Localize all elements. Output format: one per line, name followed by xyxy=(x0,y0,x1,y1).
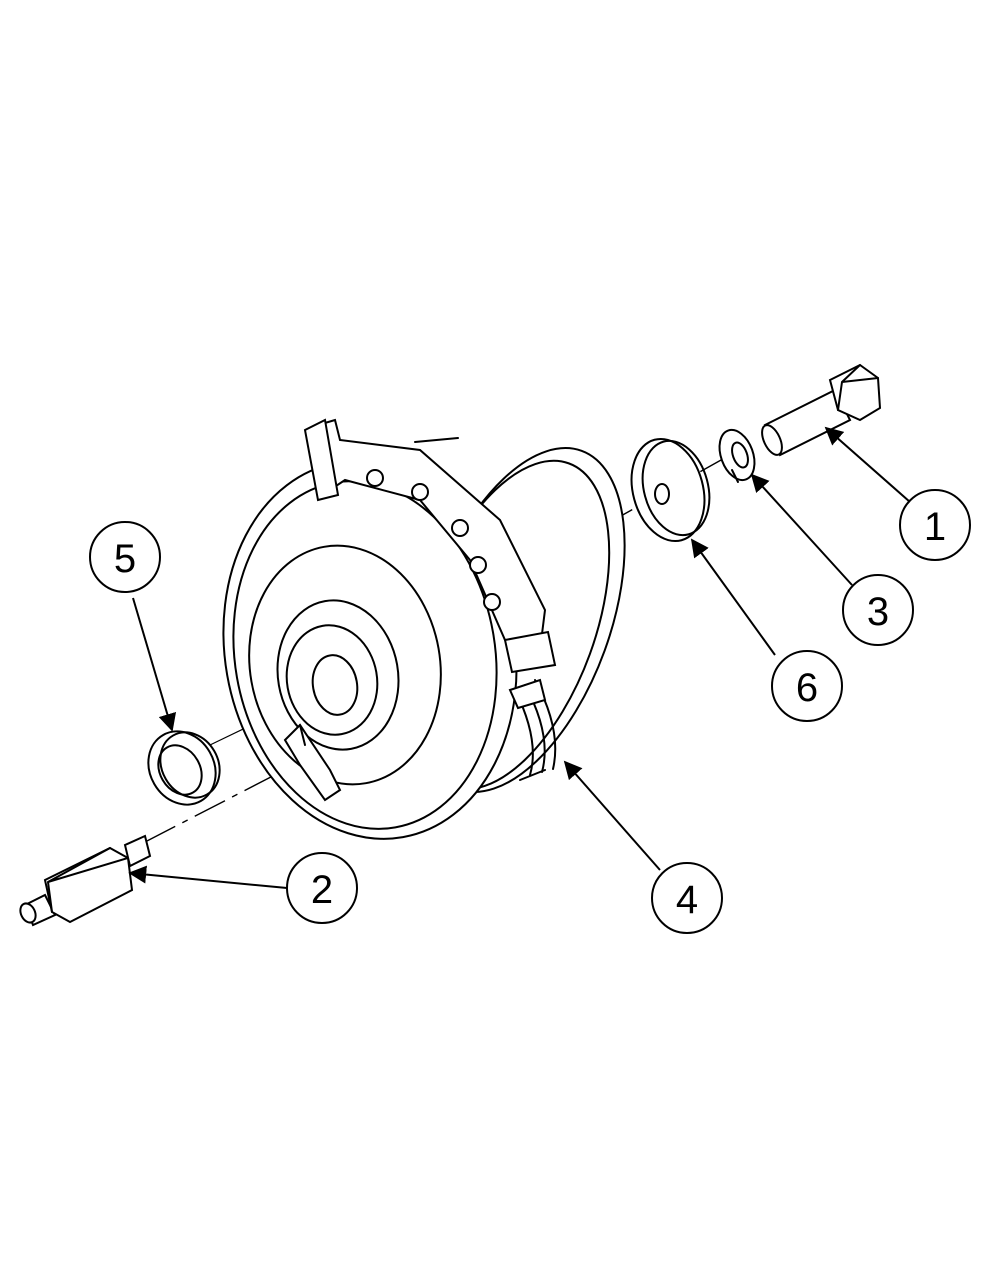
flat-washer xyxy=(630,437,711,543)
callout-2-label: 2 xyxy=(311,868,333,912)
callout-3-label: 3 xyxy=(867,590,889,634)
callout-4-label: 4 xyxy=(676,878,698,922)
bushing xyxy=(147,730,221,806)
stud xyxy=(19,834,152,927)
callout-3: 3 xyxy=(842,574,914,646)
callout-6-label: 6 xyxy=(796,666,818,710)
callout-1: 1 xyxy=(899,489,971,561)
callout-4: 4 xyxy=(651,862,723,934)
callout-2: 2 xyxy=(286,852,358,924)
callout-5: 5 xyxy=(89,521,161,593)
bolt xyxy=(761,363,882,457)
callout-6: 6 xyxy=(771,650,843,722)
callout-5-label: 5 xyxy=(114,537,136,581)
leader-lines xyxy=(128,426,911,889)
lock-washer xyxy=(718,428,756,483)
clutch-body xyxy=(222,418,626,840)
callout-1-label: 1 xyxy=(924,505,946,549)
